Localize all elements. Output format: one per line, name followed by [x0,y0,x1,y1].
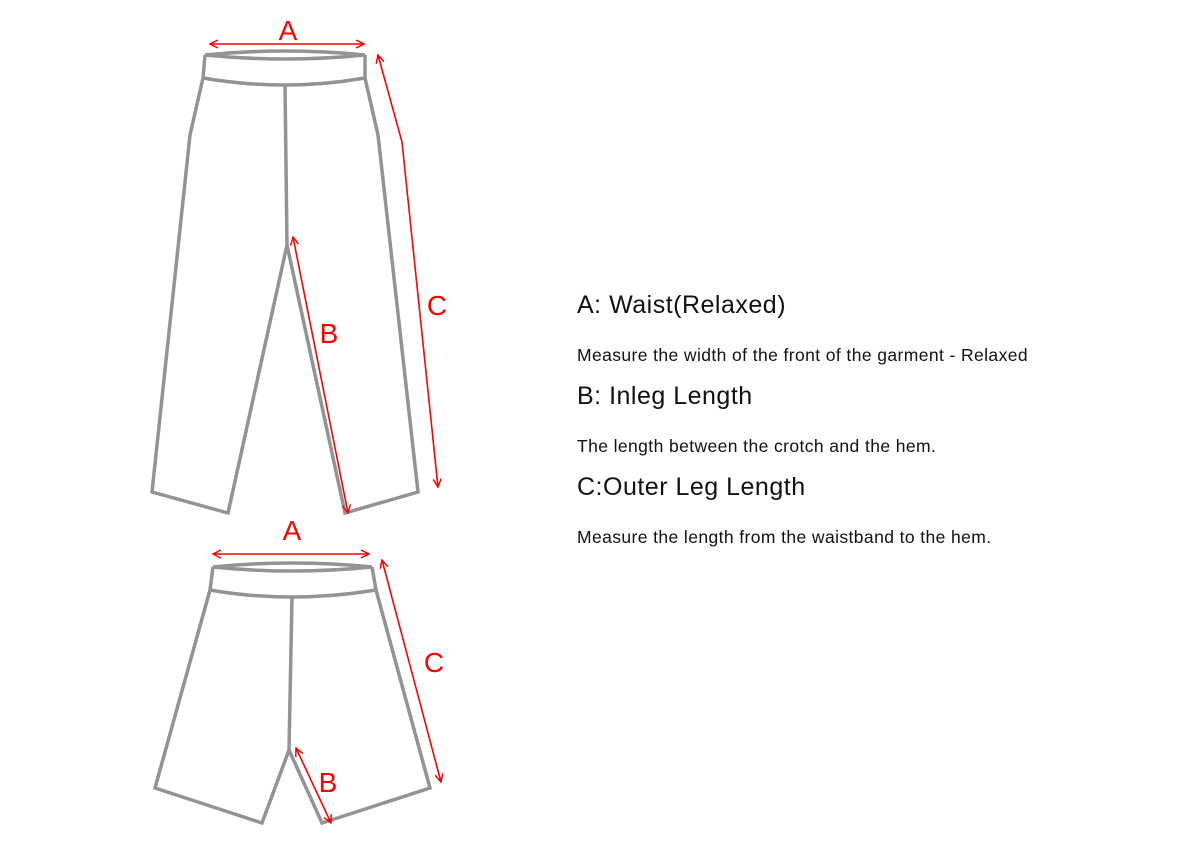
legend-title-b: B: Inleg Length [577,382,753,410]
shorts-label-c: C [424,647,444,678]
shorts-label-a: A [283,515,302,546]
legend-description-c: Measure the length from the waistband to… [577,527,992,547]
pants-label-b: B [320,318,339,349]
legend-title-a: A: Waist(Relaxed) [577,291,787,319]
shorts-label-b: B [319,767,338,798]
legend-description-b: The length between the crotch and the he… [577,436,937,456]
pants-measure-arrows [210,44,438,513]
pants-label-c: C [427,290,447,321]
pants-outline [150,49,420,516]
pants-label-a: A [279,15,298,46]
shorts-measure-arrows [213,554,441,823]
shorts-outline [152,561,433,826]
legend-description-a: Measure the width of the front of the ga… [577,345,1028,365]
legend-title-c: C:Outer Leg Length [577,473,806,501]
